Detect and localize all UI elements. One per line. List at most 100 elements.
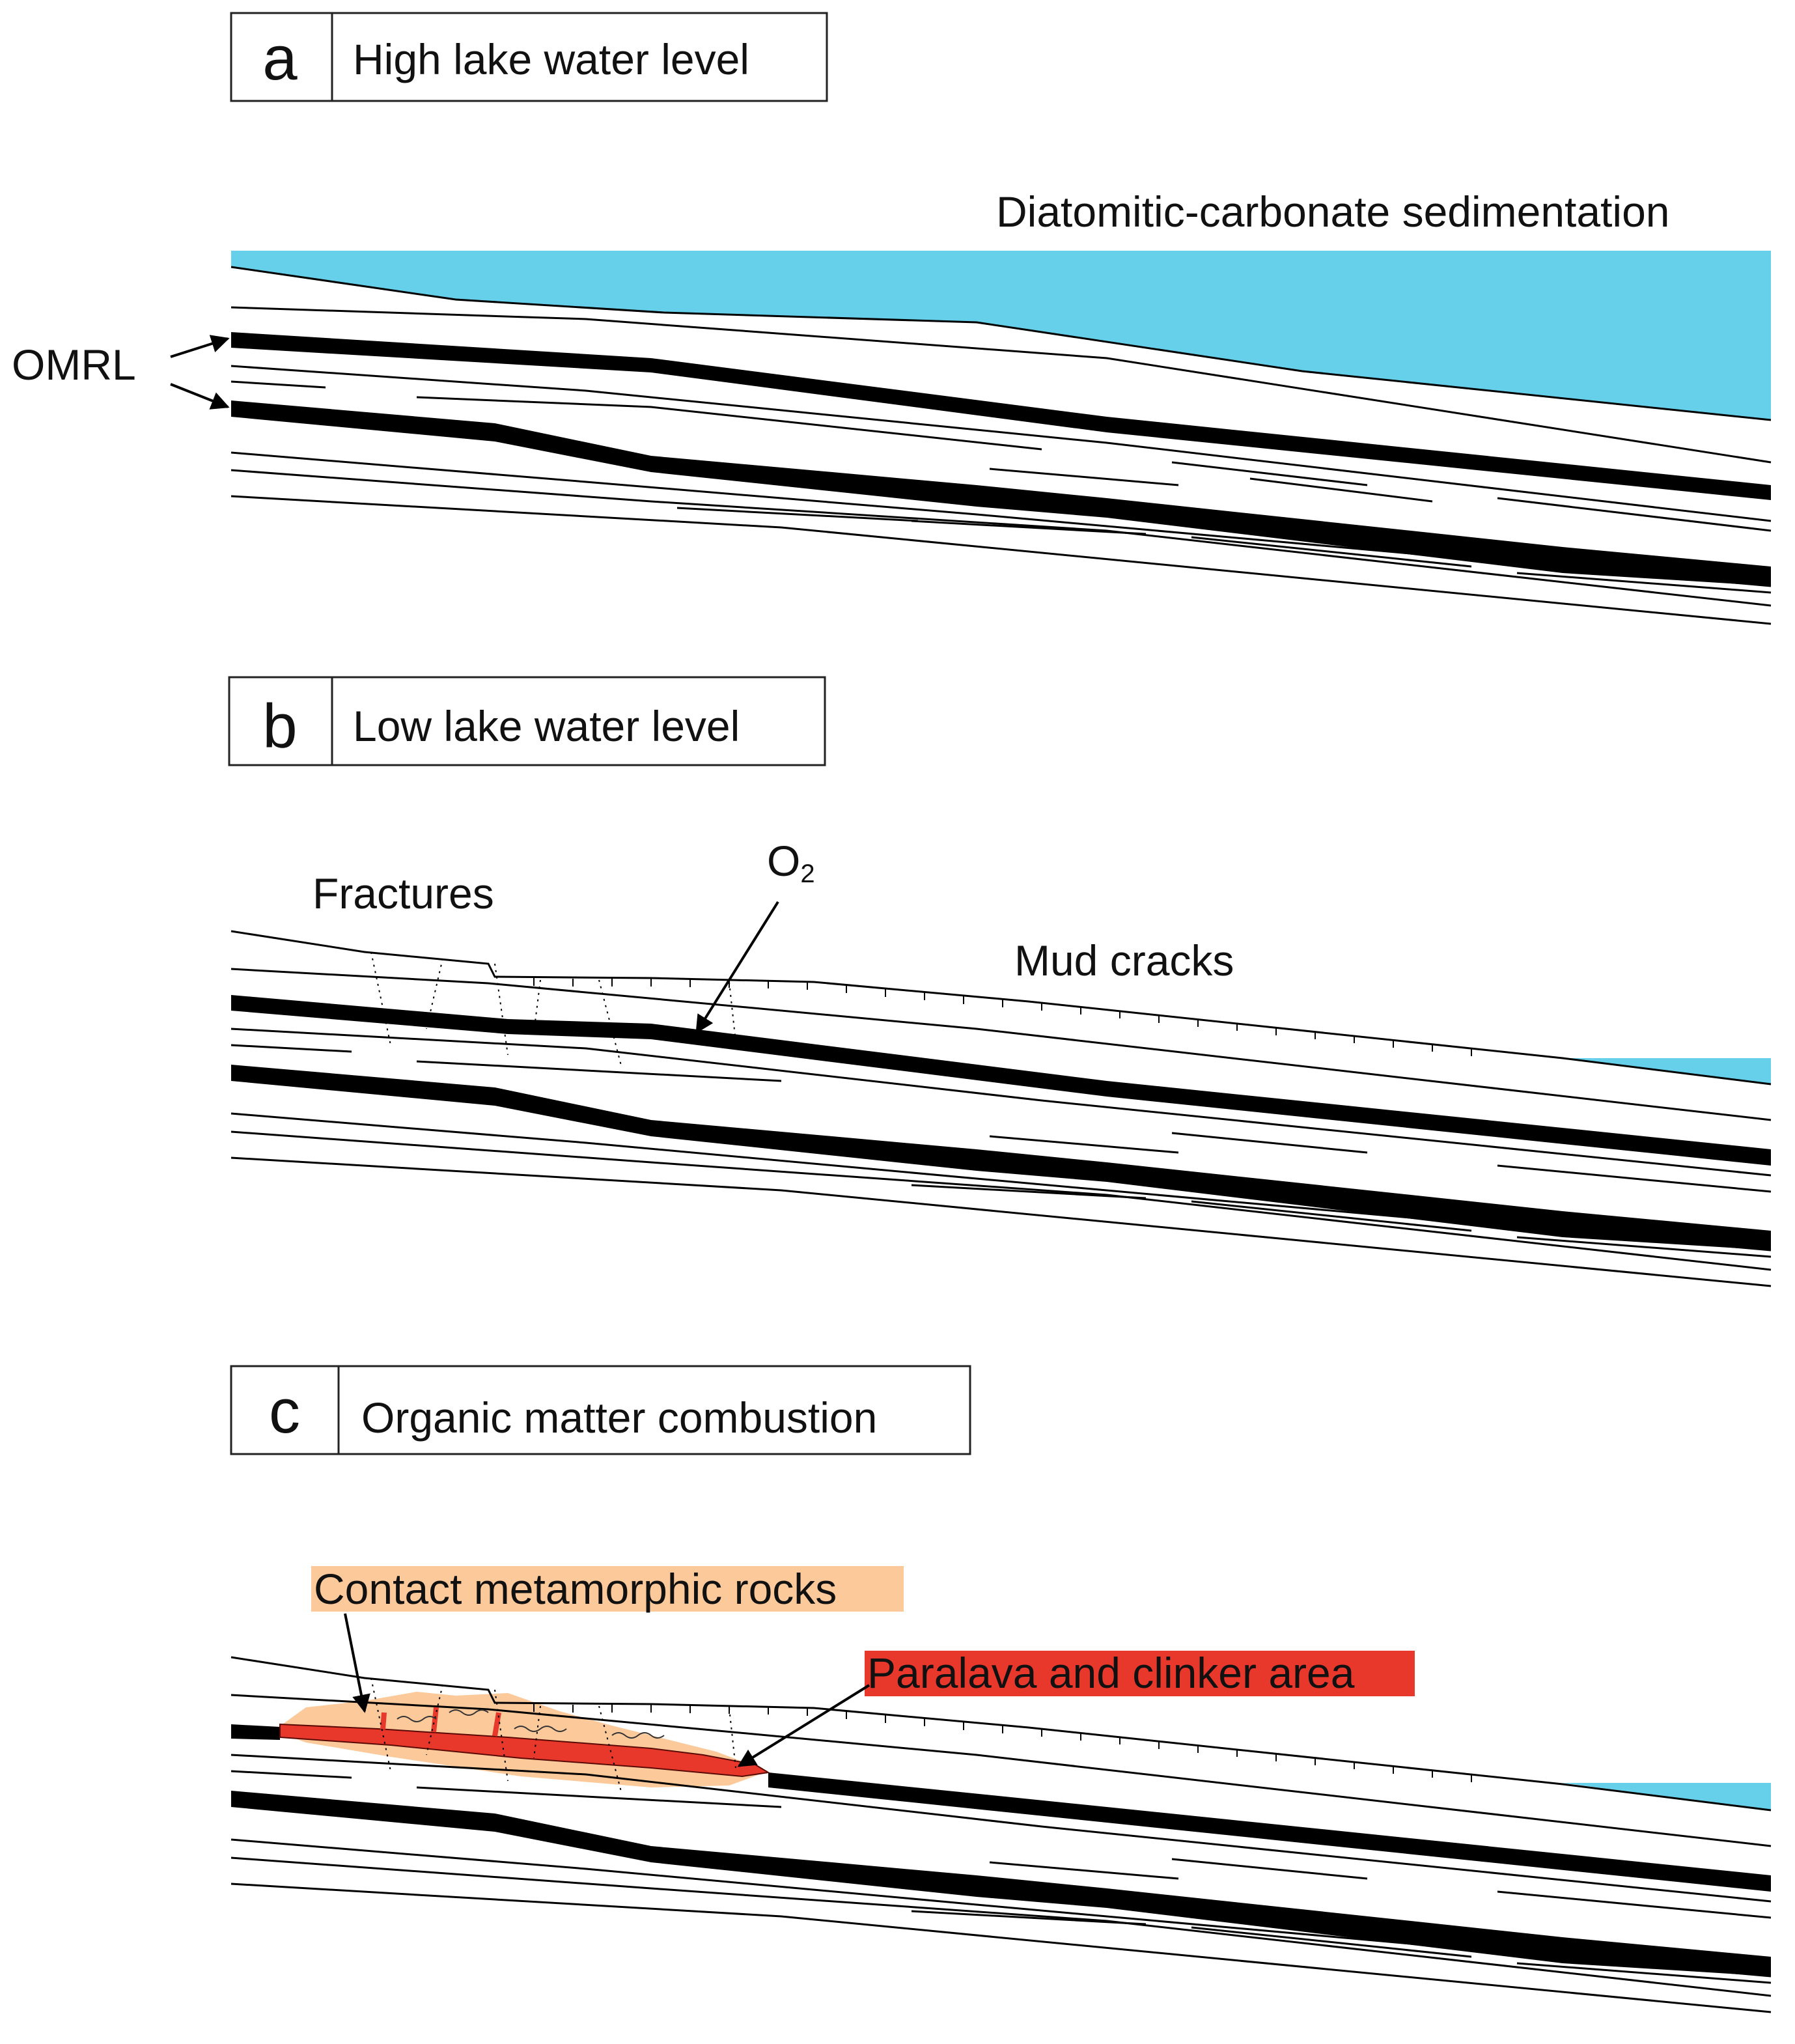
fracture-line xyxy=(494,1689,508,1782)
fracture-line xyxy=(370,1677,391,1772)
o2-main: O xyxy=(767,837,800,885)
stratum-line xyxy=(230,1856,1772,1997)
stratum-line xyxy=(989,1135,1179,1154)
stratum-line xyxy=(230,1156,1772,1287)
panel-c-title-box: c Organic matter combustion xyxy=(230,1365,971,1455)
contact-rocks-label: Contact metamorphic rocks xyxy=(314,1565,837,1613)
omrl-label: OMRL xyxy=(12,341,136,389)
squiggle-line xyxy=(611,1732,665,1739)
stratum-line xyxy=(1516,572,1772,594)
omrl-lower-layer xyxy=(231,400,1771,586)
stratum-line xyxy=(230,1028,1772,1177)
organic-layer-upper-right xyxy=(768,1772,1771,1892)
panel-b: b Low lake water level xyxy=(228,676,1772,1287)
squiggle-line xyxy=(449,1709,489,1716)
arrow-icon xyxy=(344,1613,370,1713)
panel-c-letter: c xyxy=(269,1377,300,1446)
stratum-line xyxy=(416,1060,782,1082)
organic-layer-upper xyxy=(231,995,1771,1166)
arrow-icon xyxy=(737,1684,870,1767)
stratum-line xyxy=(230,469,1772,607)
sedimentation-label: Diatomitic-carbonate sedimentation xyxy=(996,188,1670,236)
stratum-line xyxy=(1497,1890,1772,1919)
o2-subscript: 2 xyxy=(800,860,814,888)
stratum-line xyxy=(230,495,1772,625)
stratum-line xyxy=(911,1910,1147,1925)
mud-cracks-label: Mud cracks xyxy=(1014,936,1234,985)
panel-b-title: Low lake water level xyxy=(353,702,740,750)
fracture-line xyxy=(426,958,443,1029)
organic-layer-upper-left xyxy=(231,1724,280,1740)
stratum-line xyxy=(230,1044,352,1053)
stratum-line xyxy=(1191,536,1472,568)
omrl-upper-layer xyxy=(231,332,1771,500)
stratum-line xyxy=(1191,1200,1472,1232)
stratum-line xyxy=(911,520,1147,535)
arrow-icon xyxy=(695,901,779,1034)
fractures-dotted xyxy=(370,951,736,1069)
stratum-line xyxy=(911,1184,1147,1199)
squiggle-line xyxy=(397,1716,437,1722)
metamorphic-squiggles xyxy=(397,1709,665,1739)
stratum-line xyxy=(989,1861,1179,1880)
ground-surface-line xyxy=(230,930,1772,1085)
fracture-line xyxy=(494,963,508,1056)
arrow-icon xyxy=(170,335,230,358)
fracture-line xyxy=(370,951,391,1046)
stratum-line xyxy=(230,1112,1772,1252)
stratum-line xyxy=(1249,477,1433,503)
panel-a-title-box: a High lake water level xyxy=(230,12,828,102)
panel-b-organic-layers xyxy=(231,995,1771,1250)
panel-b-title-box: b Low lake water level xyxy=(228,676,826,766)
stratum-line xyxy=(1516,1236,1772,1258)
panel-b-strata xyxy=(230,930,1772,1287)
stratum-line xyxy=(230,1883,1772,2013)
panel-a: a High lake water level Diatomitic-carbo… xyxy=(12,12,1772,625)
stratum-line xyxy=(1191,1926,1472,1958)
mud-cracks-ticks xyxy=(533,978,1472,1056)
stratum-line xyxy=(230,306,1772,464)
stratum-line xyxy=(230,1130,1772,1271)
arrow-icon xyxy=(170,383,230,410)
stratum-line xyxy=(230,451,1772,587)
panel-a-strata xyxy=(230,306,1772,625)
stratum-line xyxy=(1497,1164,1772,1193)
panel-c-organic-layers xyxy=(231,1724,1771,1976)
paralava-label: Paralava and clinker area xyxy=(867,1649,1355,1697)
stratum-line xyxy=(1171,461,1368,486)
stratum-line xyxy=(1516,1962,1772,1984)
panel-c-fractures-dotted xyxy=(370,1677,736,1795)
panel-c-mud-cracks-ticks xyxy=(533,1704,1472,1782)
panel-a-organic-layers xyxy=(231,332,1771,586)
paralava-clinker-zone xyxy=(279,1723,770,1778)
stratum-line xyxy=(230,365,1772,522)
panel-c: c Organic matter combustion xyxy=(230,1365,1772,2013)
fracture-line xyxy=(729,981,736,1043)
organic-layer-lower xyxy=(231,1065,1771,1250)
stratum-line xyxy=(416,1786,782,1808)
o2-label: O2 xyxy=(767,837,815,888)
fracture-line xyxy=(533,979,541,1033)
stratum-line xyxy=(230,1754,1772,1903)
organic-layer-lower xyxy=(231,1791,1771,1976)
stratum-line xyxy=(230,968,1772,1121)
stratum-line xyxy=(230,1770,352,1779)
stratum-line xyxy=(989,468,1179,486)
stratum-line xyxy=(676,507,919,522)
panel-b-letter: b xyxy=(262,692,297,761)
lake-bottom-line xyxy=(230,266,1772,421)
panel-a-title: High lake water level xyxy=(353,35,749,83)
stratum-line xyxy=(230,380,326,389)
stratum-line xyxy=(1171,1858,1368,1880)
fractures-label: Fractures xyxy=(313,869,494,917)
fracture-line xyxy=(426,1684,443,1756)
squiggle-line xyxy=(514,1726,567,1732)
panel-c-strata xyxy=(230,1656,1772,2013)
panel-a-letter: a xyxy=(262,23,298,93)
paralava-label-bg xyxy=(865,1651,1415,1696)
fracture-line xyxy=(533,1705,541,1759)
ground-surface-line xyxy=(230,1656,1772,1812)
panel-c-title: Organic matter combustion xyxy=(361,1393,877,1442)
lake-water-high xyxy=(231,251,1771,420)
